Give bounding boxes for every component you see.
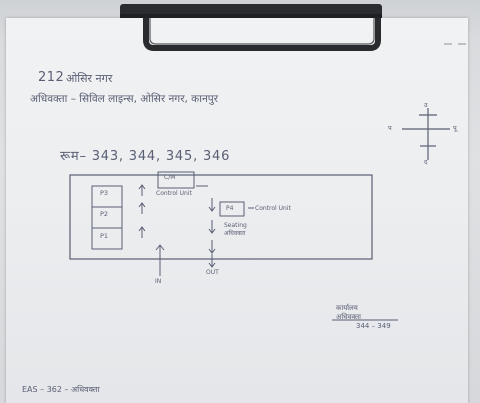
- compass-east: पू: [453, 124, 457, 132]
- p4-note: Control Unit: [255, 205, 291, 212]
- heading-text: ओसिर नगर: [66, 72, 113, 85]
- upper-unit-label: C/M: [164, 174, 176, 181]
- signature-line-2: अधिवक्ता: [336, 313, 361, 321]
- in-label: IN: [155, 278, 162, 285]
- compass-west: प: [388, 124, 392, 132]
- out-label: OUT: [206, 269, 219, 276]
- p4-box: [219, 201, 245, 217]
- room-numbers: रूम– 343, 344, 345, 346: [60, 149, 231, 164]
- seating-note: Seating अधिवक्ता: [224, 222, 247, 237]
- control-unit-label: Control Unit: [156, 190, 192, 197]
- signature-line-3: 344 – 349: [356, 322, 391, 330]
- signature-line-1: कार्यालय: [336, 304, 358, 312]
- heading-number: 212: [38, 70, 65, 85]
- signature-block: कार्यालय अधिवक्ता 344 – 349: [336, 304, 391, 331]
- compass-north: उ: [424, 101, 428, 109]
- p4-label: P4: [226, 205, 234, 212]
- floor-outline: [69, 174, 373, 260]
- down-arrows: [208, 198, 216, 268]
- address-line: अधिवक्ता – सिविल लाइन्स, ओसिर नगर, कानपु…: [30, 93, 219, 105]
- upper-unit-box: [157, 171, 195, 189]
- compass-cross: [402, 108, 450, 160]
- up-arrows: [138, 184, 165, 276]
- binder-clip: [120, 4, 382, 51]
- paper-sheet: [6, 18, 468, 403]
- stairs-stack: [91, 185, 123, 250]
- compass-south: द: [424, 158, 428, 166]
- stair-label-p3: P3: [100, 189, 109, 197]
- stair-label-p1: P1: [100, 232, 109, 240]
- footer-note: EAS – 362 – अधिवक्ता: [22, 385, 100, 394]
- stair-label-p2: P2: [100, 210, 109, 218]
